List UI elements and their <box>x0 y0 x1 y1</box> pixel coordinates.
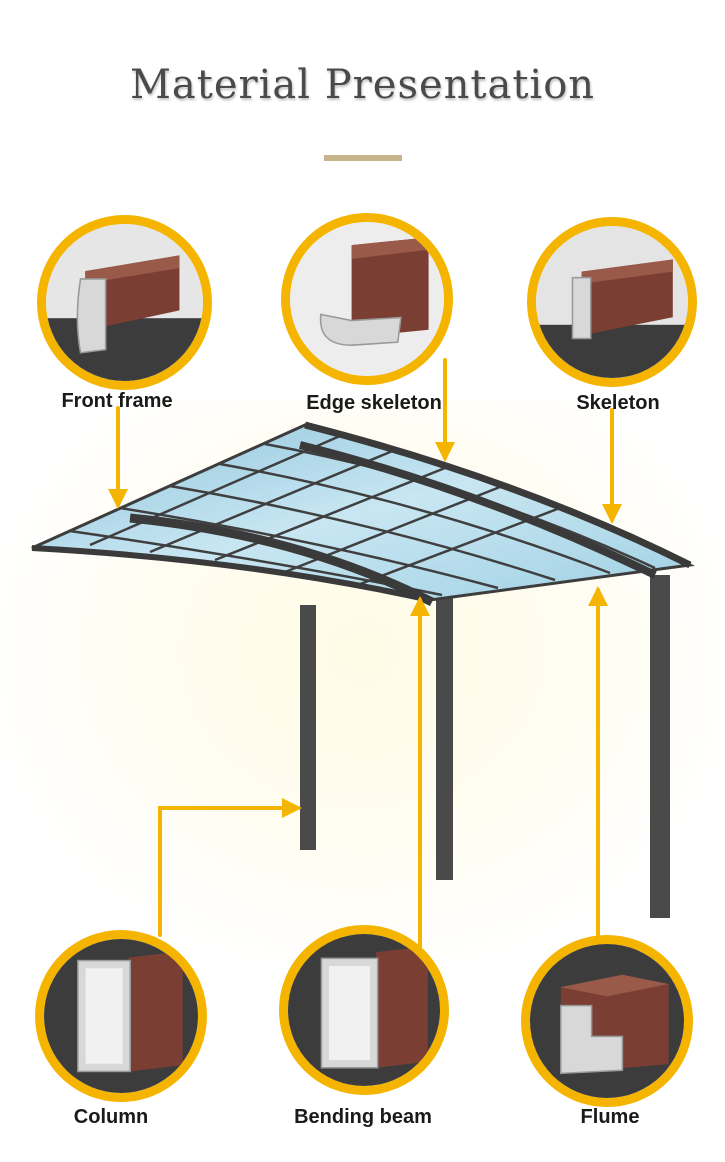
label-flume: Flume <box>580 1106 640 1128</box>
label-bending-beam: Bending beam <box>294 1106 432 1128</box>
title-underline <box>324 155 402 161</box>
bending-beam-profile-icon <box>288 934 440 1086</box>
flume-profile-icon <box>530 944 684 1098</box>
bending-beam-photo <box>279 925 449 1095</box>
column-photo <box>35 930 207 1102</box>
edge-skeleton-beam <box>304 421 692 569</box>
label-skeleton: Skeleton <box>576 392 660 414</box>
edge-skeleton-photo <box>281 213 453 385</box>
column-left <box>300 605 316 850</box>
skeleton-profile-icon <box>536 226 688 378</box>
skeleton-photo <box>527 217 697 387</box>
bending-beam <box>129 513 435 607</box>
arrow-column <box>158 798 302 937</box>
column-profile-icon <box>44 939 198 1093</box>
edge-skeleton-profile-icon <box>290 222 444 376</box>
label-front-frame: Front frame <box>61 390 173 412</box>
column-right <box>650 575 670 918</box>
page-title: Material Presentation <box>129 62 596 108</box>
column-middle <box>436 598 453 880</box>
front-frame-photo <box>37 215 212 390</box>
label-edge-skeleton: Edge skeleton <box>306 392 442 414</box>
label-column: Column <box>73 1106 149 1128</box>
front-frame-edge <box>31 545 431 603</box>
flume-photo <box>521 935 693 1107</box>
flume-beam <box>299 441 657 579</box>
front-frame-profile-icon <box>46 224 203 381</box>
